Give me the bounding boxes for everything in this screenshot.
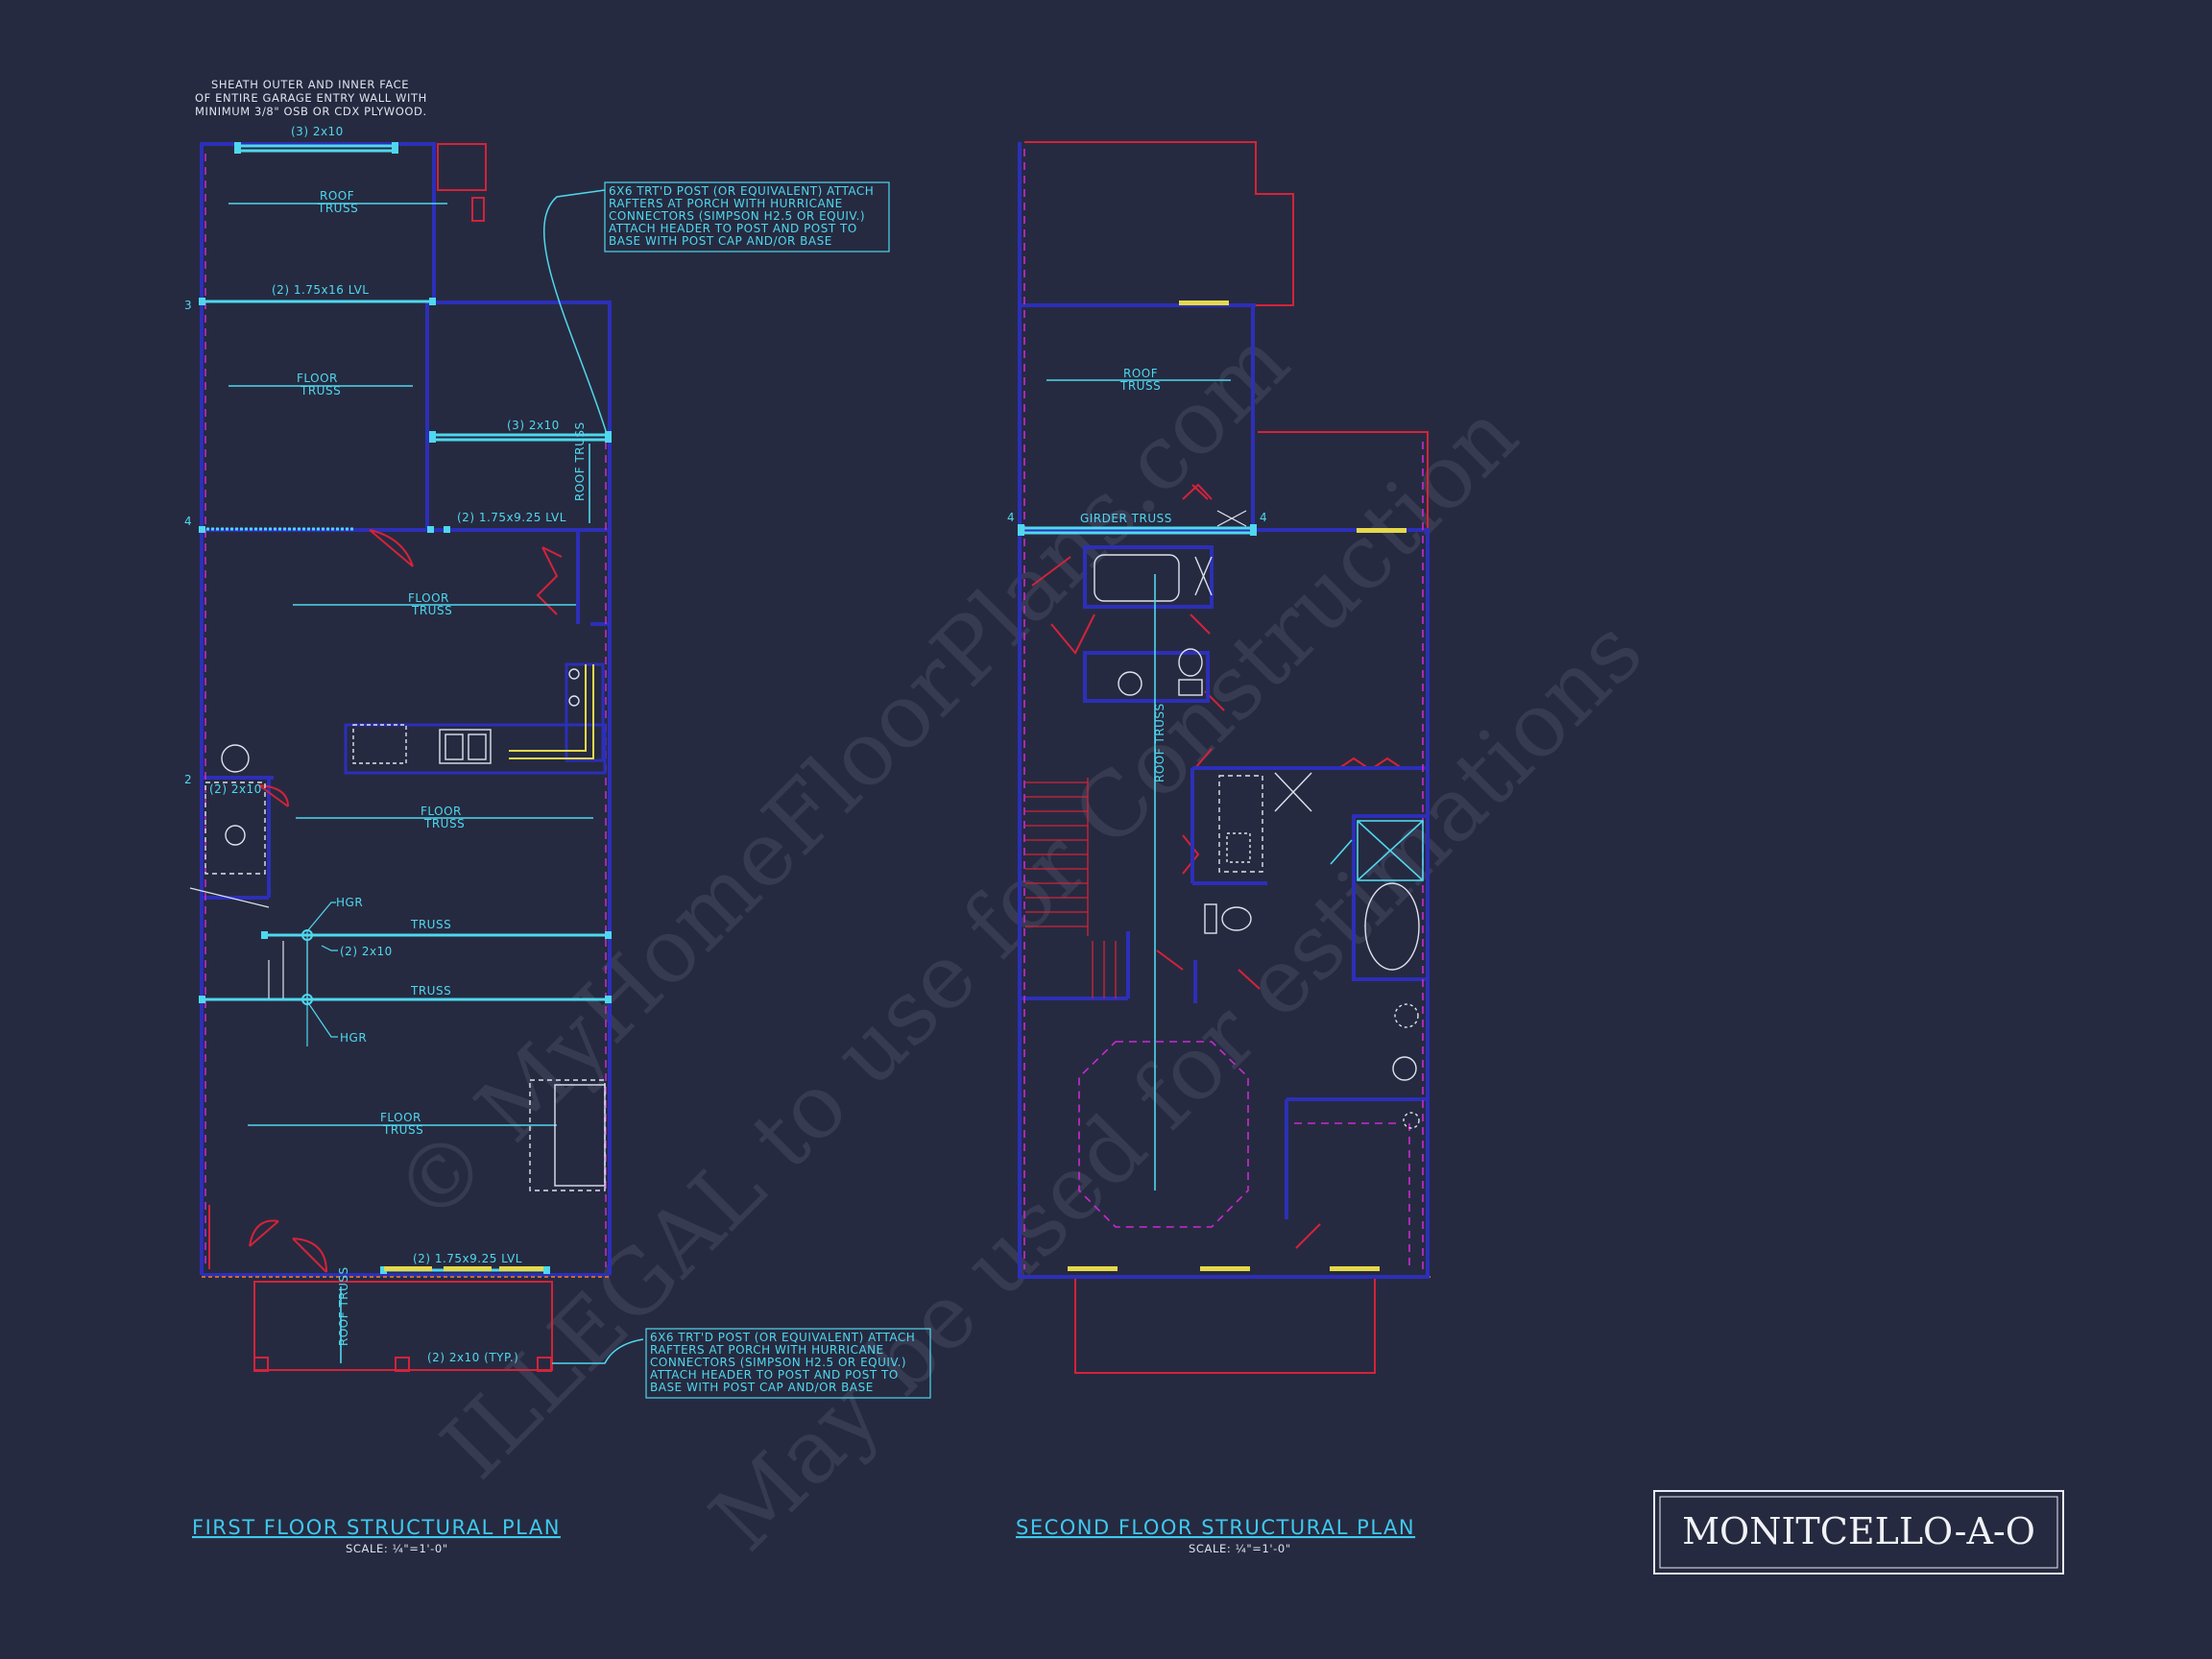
post-note-upper-line-1: 6X6 TRT'D POST (OR EQUIVALENT) ATTACH	[609, 184, 874, 198]
header-3-2x10-label: (3) 2x10	[507, 419, 560, 432]
post-note-lower-line-1: 6X6 TRT'D POST (OR EQUIVALENT) ATTACH	[650, 1331, 915, 1344]
floor-truss-label-4b: TRUSS	[382, 1123, 423, 1137]
first-floor-labels: (3) 2x10 ROOF TRUSS (2) 1.75x16 LVL FLOO…	[184, 125, 587, 1364]
lvl-16-label: (2) 1.75x16 LVL	[272, 283, 369, 297]
first-floor-sheath-note: SHEATH OUTER AND INNER FACE OF ENTIRE GA…	[195, 78, 427, 118]
hgr-label-top: HGR	[336, 896, 363, 909]
roof-truss-label-top: ROOF	[320, 189, 354, 203]
sf-roof-truss-label-bottom: TRUSS	[1119, 379, 1161, 393]
girder-truss-label: GIRDER TRUSS	[1080, 512, 1172, 525]
post-note-upper-line-4: ATTACH HEADER TO POST AND POST TO	[609, 222, 857, 235]
header-2-2x10-label: (2) 2x10	[340, 945, 393, 958]
roof-truss-vertical-label: ROOF TRUSS	[573, 421, 587, 501]
first-floor-title: FIRST FLOOR STRUCTURAL PLAN	[192, 1516, 561, 1539]
floor-truss-label-3b: TRUSS	[423, 817, 465, 830]
sheath-note-line-2: OF ENTIRE GARAGE ENTRY WALL WITH	[195, 91, 427, 105]
floor-truss-label-2: FLOOR	[408, 591, 449, 605]
sf-roof-truss-label-top: ROOF	[1123, 367, 1158, 380]
floor-truss-label-1: FLOOR	[297, 372, 338, 385]
header-top-label: (3) 2x10	[291, 125, 344, 138]
bearing-mark-4: 4	[184, 515, 192, 528]
first-floor-plan	[189, 142, 644, 1372]
second-floor-title: SECOND FLOOR STRUCTURAL PLAN	[1016, 1516, 1415, 1539]
second-floor-labels: ROOF TRUSS GIRDER TRUSS ROOF TRUSS 4 4	[1007, 367, 1267, 782]
sheet-label-box: MONITCELLO-A-O	[1653, 1490, 2064, 1575]
post-note-lower-line-3: CONNECTORS (SIMPSON H2.5 OR EQUIV.)	[650, 1356, 906, 1369]
post-note-lower-line-5: BASE WITH POST CAP AND/OR BASE	[650, 1381, 874, 1394]
post-note-lower-line-2: RAFTERS AT PORCH WITH HURRICANE	[650, 1343, 884, 1357]
second-floor-plan	[1018, 141, 1431, 1374]
porch-roof-truss-label: ROOF TRUSS	[337, 1266, 350, 1346]
floor-truss-label-3: FLOOR	[421, 805, 462, 818]
sf-bearing-mark-left: 4	[1007, 511, 1015, 524]
floor-truss-label-4: FLOOR	[380, 1111, 421, 1124]
post-note-lower: 6X6 TRT'D POST (OR EQUIVALENT) ATTACH RA…	[645, 1328, 931, 1399]
post-note-upper-line-2: RAFTERS AT PORCH WITH HURRICANE	[609, 197, 843, 210]
sf-bearing-mark-right: 4	[1260, 511, 1267, 524]
porch-header-label: (2) 2x10 (TYP.)	[427, 1351, 518, 1364]
bearing-mark-3: 3	[184, 299, 192, 312]
second-floor-scale: SCALE: ¼"=1'-0"	[1189, 1542, 1291, 1555]
post-note-upper-line-5: BASE WITH POST CAP AND/OR BASE	[609, 234, 832, 248]
sheath-note-line-3: MINIMUM 3/8" OSB OR CDX PLYWOOD.	[195, 105, 427, 118]
truss-label-top: TRUSS	[410, 918, 451, 931]
hgr-label-bottom: HGR	[340, 1031, 367, 1045]
roof-truss-label-bottom: TRUSS	[317, 202, 358, 215]
post-note-upper: 6X6 TRT'D POST (OR EQUIVALENT) ATTACH RA…	[604, 181, 890, 252]
sheath-note-line-1: SHEATH OUTER AND INNER FACE	[211, 78, 409, 91]
lvl-925-bottom-label: (2) 1.75x9.25 LVL	[413, 1252, 522, 1265]
floor-truss-label-2b: TRUSS	[411, 604, 452, 617]
truss-label-bottom: TRUSS	[410, 984, 451, 998]
floor-truss-label-1b: TRUSS	[300, 384, 341, 397]
sf-roof-truss-vertical-label: ROOF TRUSS	[1153, 703, 1166, 782]
bearing-mark-2: 2	[184, 773, 192, 786]
sheet-label: MONITCELLO-A-O	[1682, 1510, 2035, 1552]
first-floor-scale: SCALE: ¼"=1'-0"	[346, 1542, 448, 1555]
post-note-lower-line-4: ATTACH HEADER TO POST AND POST TO	[650, 1368, 899, 1382]
post-note-upper-line-3: CONNECTORS (SIMPSON H2.5 OR EQUIV.)	[609, 209, 865, 223]
lvl-925-label: (2) 1.75x9.25 LVL	[457, 511, 566, 524]
stair-header-label: (2) 2x10	[209, 782, 262, 796]
